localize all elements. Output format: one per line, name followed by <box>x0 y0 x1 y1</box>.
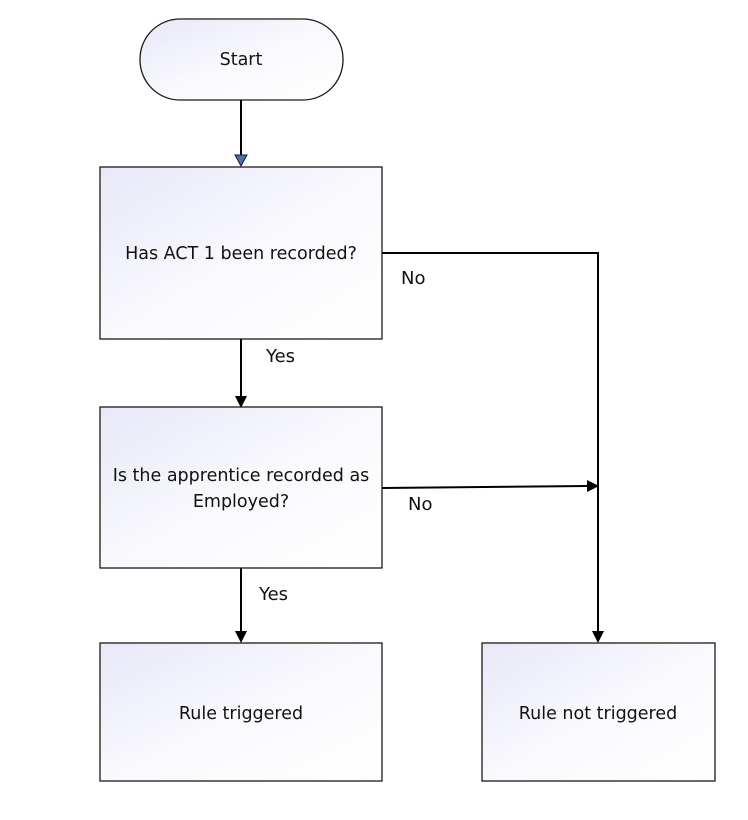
decision-act1-node: Has ACT 1 been recorded? <box>99 166 383 340</box>
rule-triggered-label: Rule triggered <box>179 704 303 724</box>
rule-not-triggered-node: Rule not triggered <box>481 642 716 782</box>
edge-q1-yes-label: Yes <box>265 346 295 367</box>
decision-employed-label-line1: Is the apprentice recorded as <box>113 466 370 486</box>
start-label: Start <box>220 50 263 70</box>
decision-employed-node: Is the apprentice recorded as Employed? <box>99 406 383 569</box>
start-node: Start <box>139 18 344 101</box>
edge-q1-no-label: No <box>401 268 425 289</box>
edge-q1-no: No <box>382 252 604 643</box>
edge-q1-yes: Yes <box>235 339 295 408</box>
edge-start-to-q1 <box>234 100 248 168</box>
start-arrowhead <box>234 154 248 168</box>
edge-q2-yes-label: Yes <box>258 584 288 605</box>
edge-q2-no-label: No <box>408 494 432 515</box>
decision-act1-label: Has ACT 1 been recorded? <box>125 244 357 264</box>
edge-q2-no: No <box>381 480 599 515</box>
edge-q2-yes: Yes <box>235 568 288 643</box>
rule-triggered-node: Rule triggered <box>99 642 383 782</box>
decision-employed-label-line2: Employed? <box>193 492 289 512</box>
rule-not-triggered-label: Rule not triggered <box>519 704 677 724</box>
